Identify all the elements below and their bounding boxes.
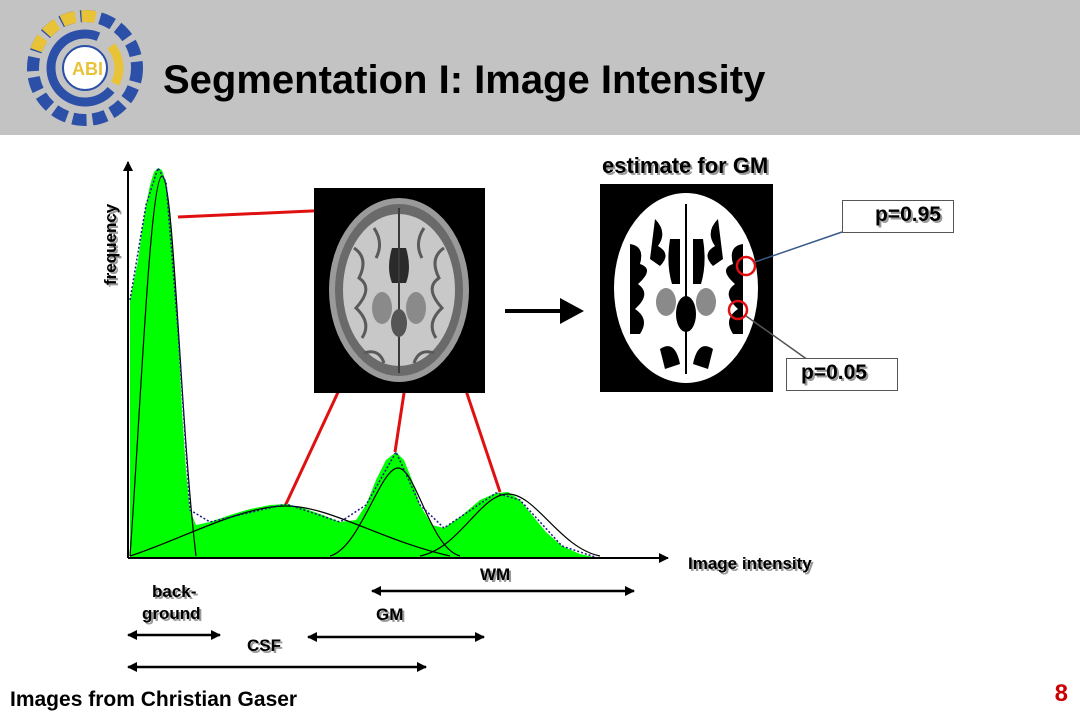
wm-label: WM	[480, 565, 510, 584]
p-high-label: p=0.95	[842, 200, 954, 233]
background-label-line1-shadow: back-	[154, 584, 198, 603]
image-credit: Images from Christian Gaser	[10, 688, 298, 711]
logo-text: ABI	[72, 59, 103, 79]
t1-brain-image	[314, 188, 485, 393]
gm-label: GM	[376, 605, 403, 624]
x-axis-label-shadow: Image intensity	[690, 556, 814, 575]
background-label-line2: ground	[142, 604, 201, 623]
csf-label: CSF	[247, 636, 281, 655]
gm-estimate-image	[600, 184, 773, 392]
csf-label-shadow: CSF	[249, 638, 283, 657]
p-low-label: p=0.05	[786, 358, 898, 391]
estimate-label: estimate for GM	[602, 153, 769, 178]
wm-label-shadow: WM	[482, 567, 512, 586]
fitted-envelope	[129, 166, 599, 559]
y-axis-label-shadow: frequency	[103, 205, 122, 287]
transform-arrowhead	[560, 298, 584, 324]
abi-logo: ABI	[27, 10, 143, 126]
background-label-line2-shadow: ground	[144, 606, 203, 625]
page-title: Segmentation I: Image Intensity	[163, 58, 766, 102]
background-label-line1: back-	[152, 582, 196, 601]
range-arrows	[127, 586, 635, 672]
histogram-fill	[130, 168, 598, 558]
header-bar	[0, 0, 1080, 135]
page-number: 8	[1054, 680, 1068, 707]
x-axis-label: Image intensity	[688, 554, 812, 573]
gm-label-shadow: GM	[378, 607, 405, 626]
y-axis-label: frequency	[101, 203, 120, 285]
